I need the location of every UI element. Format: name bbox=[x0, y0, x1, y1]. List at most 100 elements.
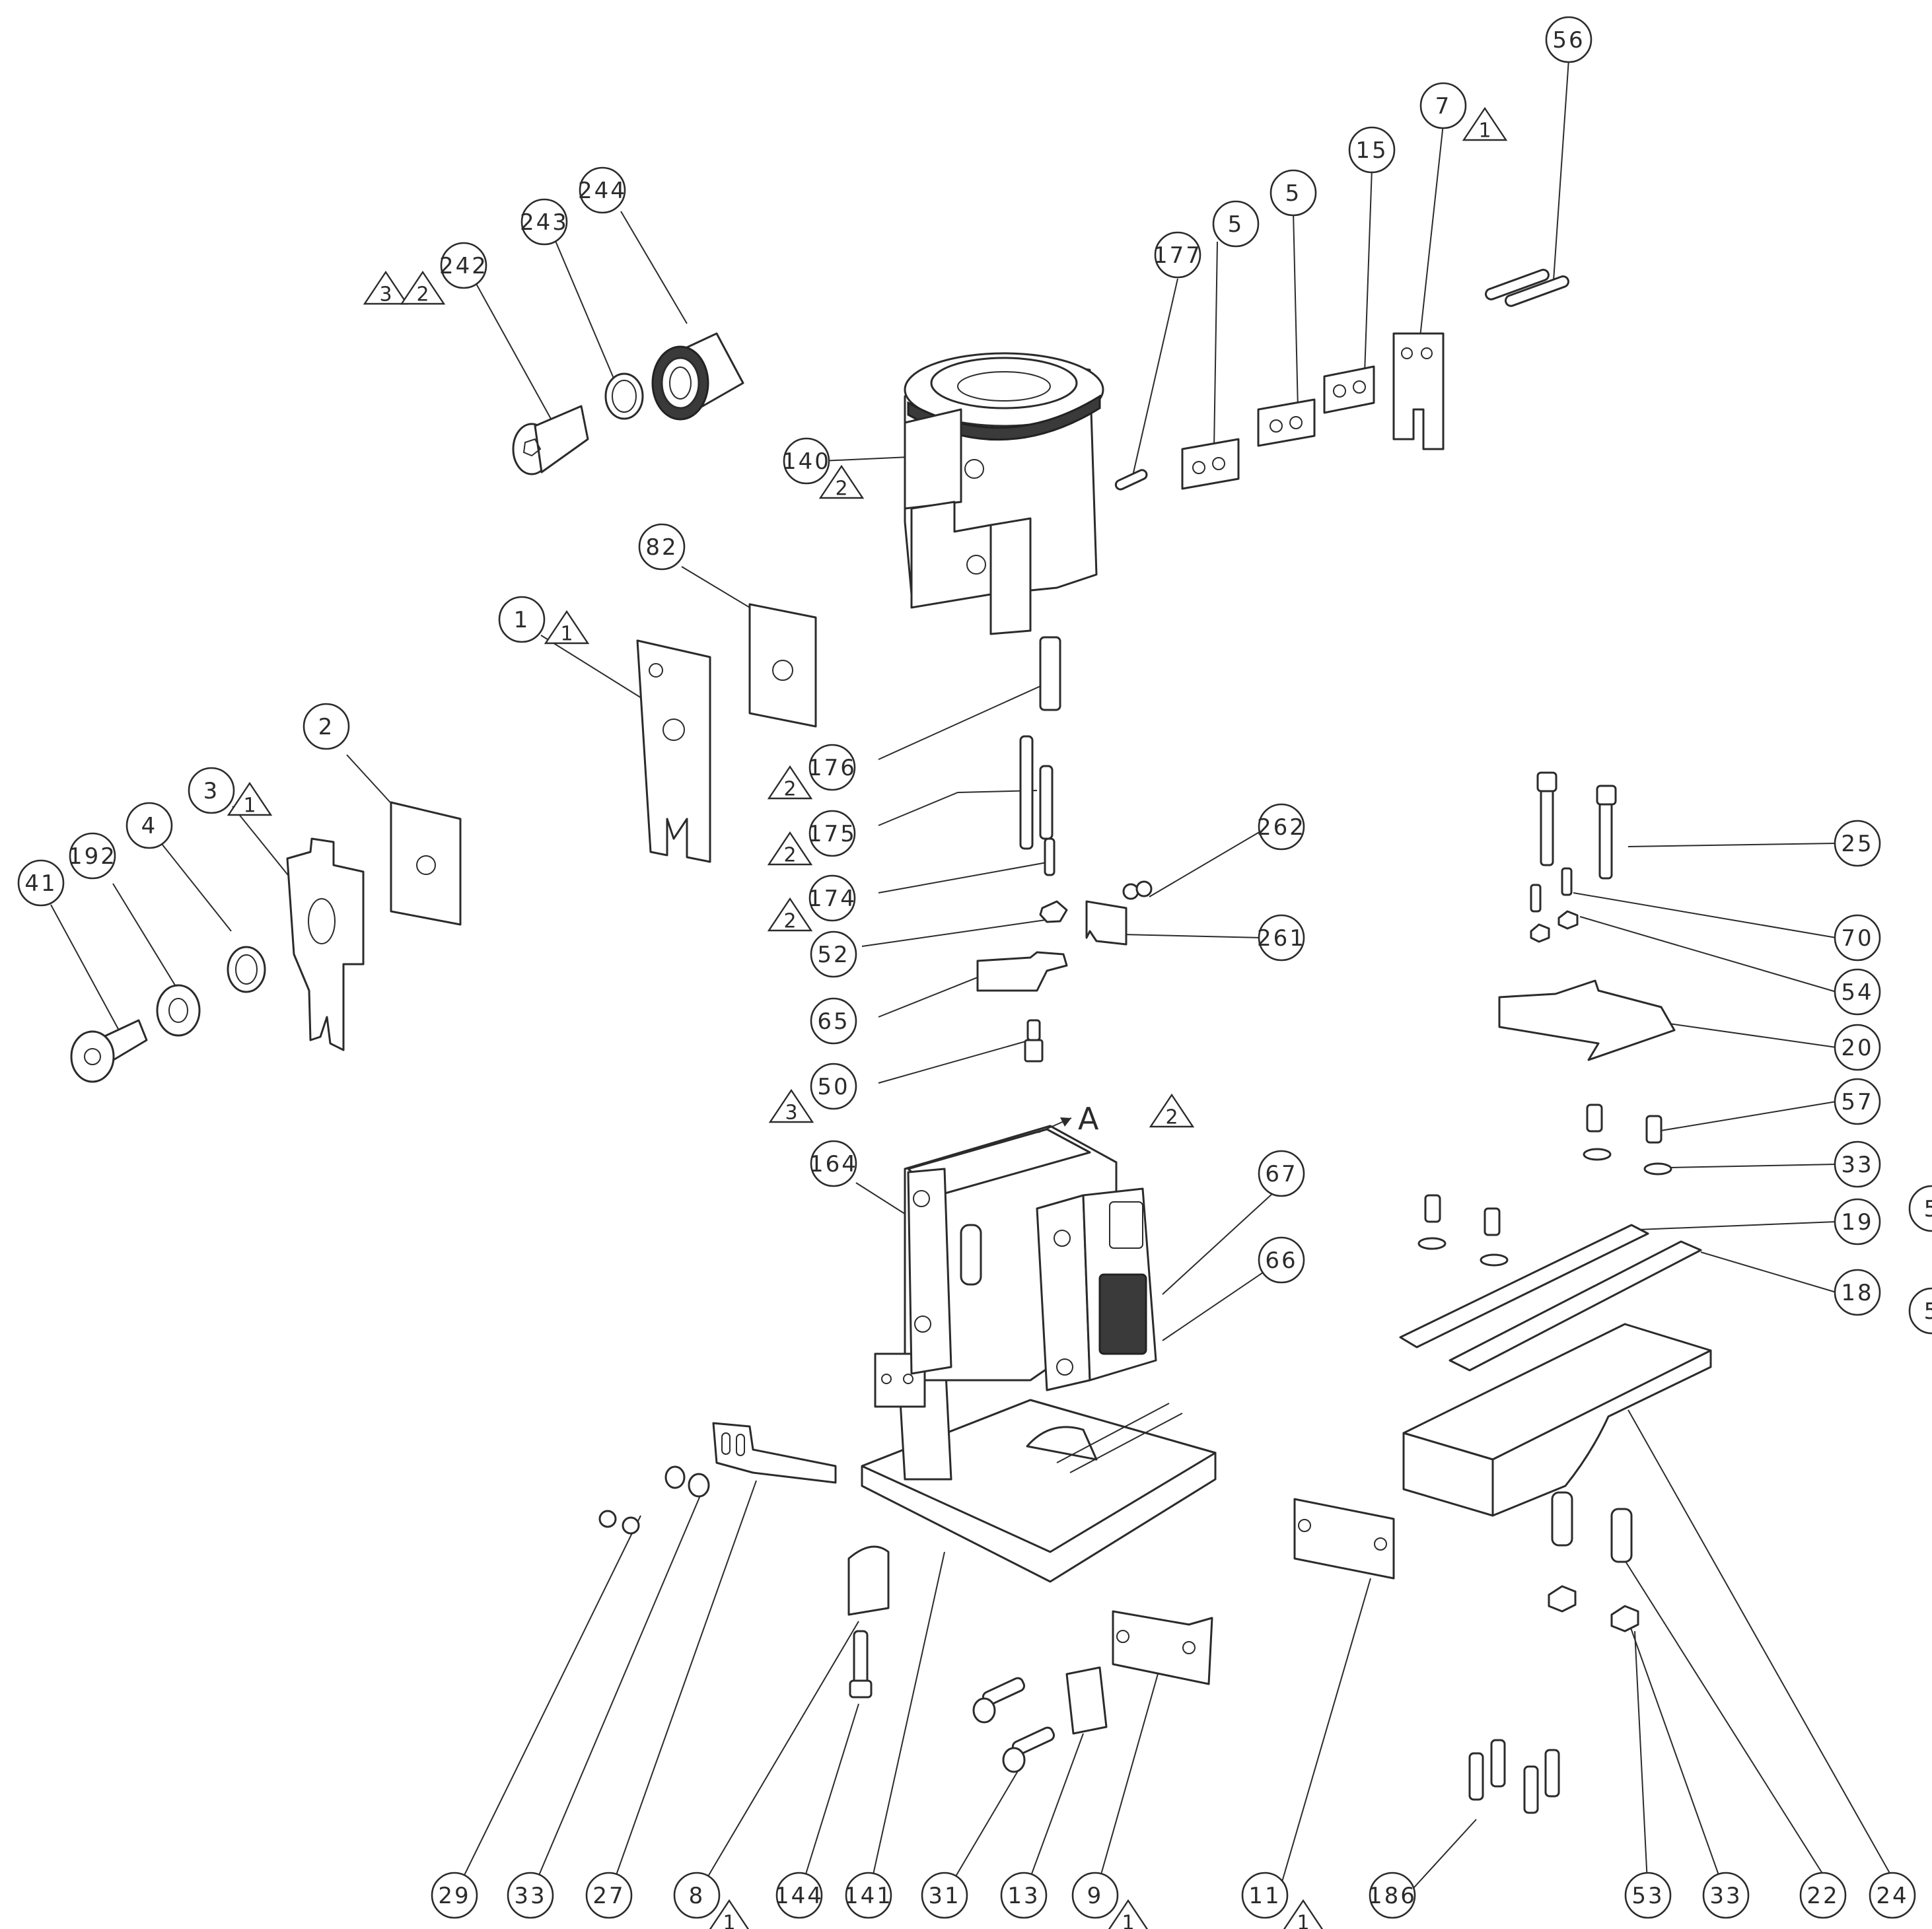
balloon-label: 22 bbox=[1807, 1883, 1839, 1909]
balloon-label: 82 bbox=[645, 534, 678, 561]
part-176-tube bbox=[1039, 636, 1061, 711]
balloon-52: 52 bbox=[810, 930, 857, 978]
part-70-pin-a bbox=[1530, 884, 1542, 913]
balloon-53: 53 bbox=[1624, 1872, 1672, 1919]
revision-label: 3 bbox=[785, 1102, 797, 1125]
balloon-label: 175 bbox=[808, 821, 857, 847]
balloon-label: 33 bbox=[514, 1883, 546, 1909]
balloon-label: 141 bbox=[844, 1883, 893, 1909]
balloon-244: 244 bbox=[578, 166, 626, 214]
balloon-50: 50 bbox=[810, 1063, 857, 1110]
revision-triangle-9: 1 bbox=[1108, 1899, 1149, 1929]
revision-label: 3 bbox=[379, 283, 392, 306]
balloon-33b: 33 bbox=[507, 1872, 554, 1919]
revision-label: 2 bbox=[835, 477, 847, 501]
balloon-56: 56 bbox=[1545, 16, 1592, 63]
part-27-lever bbox=[712, 1422, 837, 1484]
balloon-label: 52 bbox=[817, 942, 849, 968]
part-174-pin bbox=[1044, 837, 1055, 876]
balloon-label: 11 bbox=[1248, 1883, 1281, 1909]
balloon-192: 192 bbox=[68, 832, 116, 880]
balloon-11: 11 bbox=[1241, 1872, 1289, 1919]
balloon-2: 2 bbox=[303, 703, 350, 750]
revision-triangle-3: 1 bbox=[227, 781, 273, 818]
part-4-bushing bbox=[227, 946, 266, 993]
part-140-housing bbox=[904, 352, 1104, 635]
revision-label: 2 bbox=[783, 778, 796, 801]
balloon-label: 41 bbox=[24, 870, 57, 897]
balloon-label: 66 bbox=[1265, 1247, 1297, 1274]
balloon-label: 18 bbox=[1841, 1280, 1873, 1306]
revision-triangle-174: 2 bbox=[767, 897, 813, 933]
balloon-label: 31 bbox=[928, 1883, 960, 1909]
balloon-label: 5 bbox=[1924, 1298, 1932, 1325]
balloon-label: 144 bbox=[775, 1883, 824, 1909]
balloon-20: 20 bbox=[1834, 1024, 1881, 1071]
balloon-labels: 5671555177244243242140821234192411761751… bbox=[17, 16, 1932, 1919]
part-82-plate bbox=[748, 603, 817, 728]
part-5-block-upper bbox=[1257, 398, 1316, 447]
balloon-label: 3 bbox=[203, 778, 220, 804]
balloon-label: 33 bbox=[1841, 1152, 1873, 1178]
balloon-8: 8 bbox=[673, 1872, 721, 1919]
balloon-label: 54 bbox=[1841, 979, 1873, 1006]
balloon-5b: 5 bbox=[1212, 200, 1260, 248]
balloon-65: 65 bbox=[810, 997, 857, 1045]
balloon-label: 8 bbox=[689, 1883, 705, 1909]
balloon-82: 82 bbox=[638, 523, 686, 571]
revision-label: 1 bbox=[1478, 120, 1491, 143]
part-8-block bbox=[847, 1545, 890, 1616]
part-243-ring bbox=[604, 372, 644, 420]
balloon-262: 262 bbox=[1257, 803, 1306, 851]
part-53-nuts bbox=[1548, 1585, 1639, 1632]
balloon-label: 20 bbox=[1841, 1035, 1873, 1061]
balloon-label: 50 bbox=[817, 1074, 849, 1100]
balloon-9: 9 bbox=[1071, 1872, 1119, 1919]
part-66-67-side-panel bbox=[1036, 1187, 1157, 1391]
balloon-22: 22 bbox=[1799, 1872, 1847, 1919]
balloon-label: 29 bbox=[438, 1883, 470, 1909]
balloon-70: 70 bbox=[1834, 914, 1881, 962]
balloon-57: 57 bbox=[1834, 1078, 1881, 1125]
balloon-label: 7 bbox=[1435, 93, 1452, 120]
part-54-nut-a bbox=[1530, 923, 1550, 943]
revision-label: 2 bbox=[783, 910, 796, 933]
balloon-label: 24 bbox=[1876, 1883, 1908, 1909]
balloon-243: 243 bbox=[520, 198, 569, 246]
part-15-block bbox=[1323, 365, 1375, 414]
part-57-screws bbox=[1424, 1104, 1663, 1236]
revision-triangle-8: 1 bbox=[709, 1899, 750, 1929]
balloon-label: 9 bbox=[1087, 1883, 1104, 1909]
balloon-label: 33 bbox=[1709, 1883, 1742, 1909]
part-56-pins bbox=[1485, 269, 1569, 307]
part-54-nut-b bbox=[1557, 910, 1579, 930]
balloon-164: 164 bbox=[809, 1140, 858, 1187]
balloon-label: 243 bbox=[520, 209, 569, 236]
part-186-screws bbox=[1468, 1739, 1560, 1814]
part-5-block-lower bbox=[1181, 438, 1240, 490]
balloon-3: 3 bbox=[188, 767, 235, 814]
balloon-176: 176 bbox=[808, 744, 856, 791]
balloon-4: 4 bbox=[125, 802, 173, 849]
revision-label: 2 bbox=[1165, 1106, 1178, 1129]
part-25-screws bbox=[1536, 771, 1617, 880]
balloon-label: 19 bbox=[1841, 1209, 1873, 1236]
part-18-rail bbox=[1449, 1240, 1702, 1372]
part-175-pin bbox=[1019, 735, 1054, 850]
balloon-label: 164 bbox=[809, 1151, 858, 1177]
revision-triangle-7: 1 bbox=[1462, 106, 1508, 143]
part-177-pin bbox=[1114, 469, 1148, 491]
part-164-slotted-plate bbox=[907, 1168, 982, 1375]
revision-triangle-176: 2 bbox=[767, 765, 813, 801]
balloon-15: 15 bbox=[1348, 126, 1396, 174]
part-3-lever-plate bbox=[286, 837, 365, 1051]
revision-triangle-11: 1 bbox=[1283, 1899, 1324, 1929]
balloon-label: 2 bbox=[318, 714, 335, 740]
balloon-label: 67 bbox=[1265, 1161, 1297, 1187]
balloon-label: 262 bbox=[1257, 814, 1306, 841]
part-11-block bbox=[1293, 1498, 1395, 1580]
part-2-plate bbox=[390, 801, 462, 926]
balloon-13: 13 bbox=[1000, 1872, 1048, 1919]
part-20-plate bbox=[1498, 979, 1676, 1061]
